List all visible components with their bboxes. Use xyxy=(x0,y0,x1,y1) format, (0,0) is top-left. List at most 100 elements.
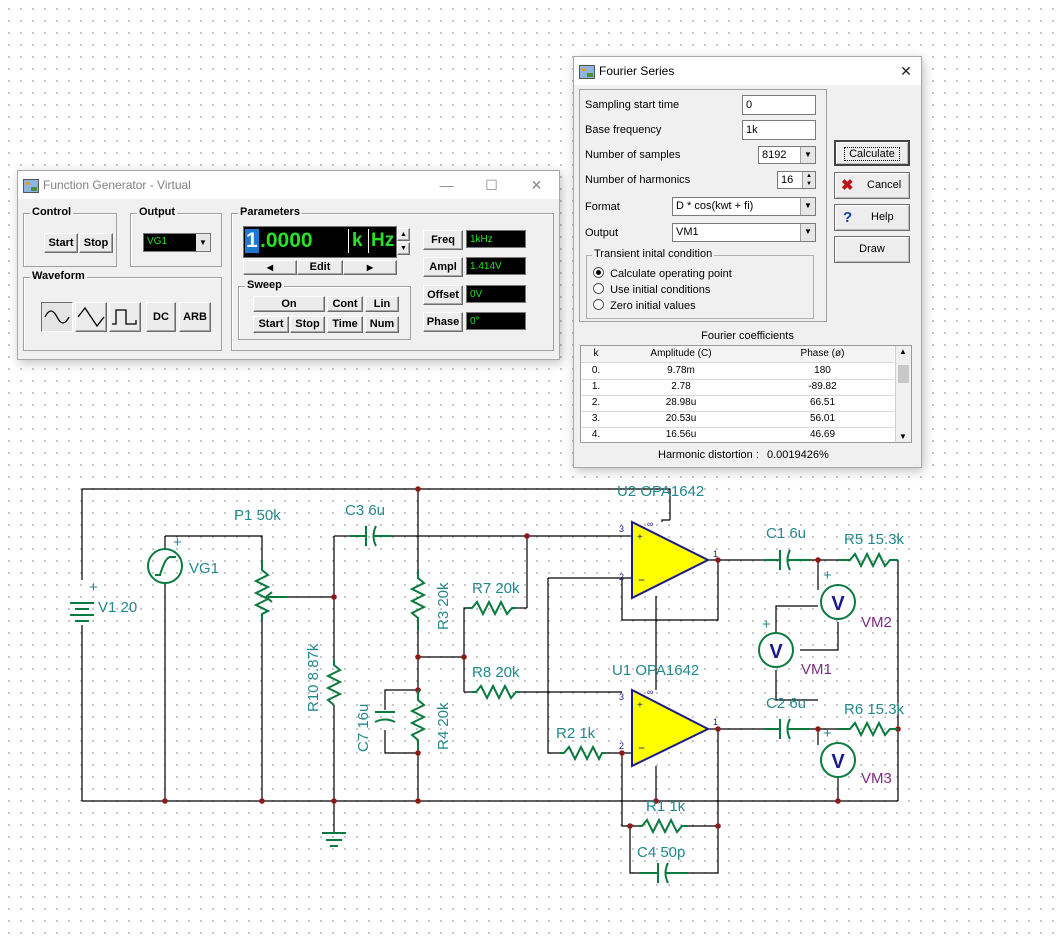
format-select[interactable]: D * cos(kwt + fi) ▼ xyxy=(672,197,816,216)
freq-button[interactable]: Freq xyxy=(423,230,463,250)
resistor-r6[interactable] xyxy=(838,720,898,738)
table-row[interactable]: 4. 16.56u 46.69 xyxy=(591,429,836,440)
increment-button[interactable]: ▲ xyxy=(397,228,410,241)
settings-panel: Sampling start time 0 Base frequency 1k … xyxy=(579,89,827,322)
output-select[interactable]: VM1 ▼ xyxy=(672,223,816,242)
start-button[interactable]: Start xyxy=(44,233,78,253)
scroll-up-icon[interactable]: ▲ xyxy=(899,347,907,356)
table-header: k Amplitude (C) Phase (ø) xyxy=(581,346,894,363)
fourier-series-window[interactable]: Fourier Series ✕ Sampling start time 0 B… xyxy=(573,56,922,468)
sampling-start-time-input[interactable]: 0 xyxy=(742,95,816,115)
sweep-num-button[interactable]: Num xyxy=(365,316,399,333)
cursor-left-button[interactable]: ◀ xyxy=(243,260,297,275)
sweep-on-button[interactable]: On xyxy=(253,296,325,312)
edit-button[interactable]: Edit xyxy=(297,260,343,275)
arb-button[interactable]: ARB xyxy=(179,302,211,332)
radio-calculate-operating-point[interactable]: Calculate operating point xyxy=(593,266,732,280)
triangle-wave-button[interactable] xyxy=(75,302,107,332)
ampl-button[interactable]: Ampl xyxy=(423,257,463,277)
square-wave-button[interactable] xyxy=(109,302,141,332)
help-button[interactable]: ? Help xyxy=(834,204,910,231)
minimize-icon[interactable]: — xyxy=(439,177,454,193)
draw-button[interactable]: Draw xyxy=(834,236,910,263)
capacitor-c1[interactable] xyxy=(764,549,810,571)
sweep-time-button[interactable]: Time xyxy=(327,316,363,333)
potentiometer-p1[interactable] xyxy=(253,560,287,620)
table-row[interactable]: 3. 20.53u 56.01 xyxy=(581,411,894,428)
coefficients-table[interactable]: k Amplitude (C) Phase (ø) 0. 9.78m 180 1… xyxy=(580,345,912,443)
sweep-stop-button[interactable]: Stop xyxy=(290,316,325,333)
vg1-label: VG1 xyxy=(189,560,219,577)
calculate-button[interactable]: Calculate xyxy=(834,140,910,166)
function-generator-window[interactable]: Function Generator - Virtual — ☐ ✕ Contr… xyxy=(17,170,560,360)
capacitor-c4[interactable] xyxy=(640,862,688,884)
dc-button[interactable]: DC xyxy=(146,302,176,332)
spinner-down-icon[interactable]: ▼ xyxy=(802,180,815,188)
resistor-r1[interactable] xyxy=(638,817,688,835)
scrollbar[interactable]: ▲ ▼ xyxy=(895,346,911,442)
voltmeter-vm1[interactable]: V xyxy=(758,632,794,668)
sweep-start-button[interactable]: Start xyxy=(253,316,289,333)
radio-use-initial-conditions[interactable]: Use initial conditions xyxy=(593,282,710,296)
source-vg1[interactable] xyxy=(147,548,183,584)
capacitor-c2[interactable] xyxy=(764,718,810,740)
cancel-button[interactable]: ✖ Cancel xyxy=(834,172,910,199)
table-row[interactable]: 2. 28.98u 66.51 xyxy=(581,395,894,412)
phase-button[interactable]: Phase xyxy=(423,312,463,332)
wires xyxy=(81,488,899,874)
sine-wave-button[interactable] xyxy=(41,302,73,332)
sweep-lin-button[interactable]: Lin xyxy=(365,296,399,312)
radio-zero-initial-values[interactable]: Zero initial values xyxy=(593,298,696,312)
battery-v1[interactable] xyxy=(70,602,94,622)
resistor-r10[interactable] xyxy=(325,660,343,706)
chevron-down-icon[interactable]: ▼ xyxy=(800,198,815,215)
svg-text:−: − xyxy=(638,741,645,755)
resistor-r7[interactable] xyxy=(467,599,516,617)
multiplier: k xyxy=(348,229,363,253)
svg-text:∞: ∞ xyxy=(647,519,653,529)
number-of-samples-select[interactable]: 8192 ▼ xyxy=(758,146,816,164)
svg-text:−: − xyxy=(638,573,645,587)
maximize-icon[interactable]: ☐ xyxy=(485,177,498,193)
close-icon[interactable]: ✕ xyxy=(530,177,543,193)
table-row[interactable]: 0. 9.78m 180 xyxy=(581,363,894,380)
table-row[interactable]: 1. 2.78 -89.82 xyxy=(581,379,894,396)
r4-label: R4 20k xyxy=(435,702,452,750)
cursor-right-button[interactable]: ▶ xyxy=(343,260,397,275)
svg-text:+: + xyxy=(823,567,832,584)
vm1-label: VM1 xyxy=(801,661,832,678)
fg-titlebar[interactable]: Function Generator - Virtual — ☐ ✕ xyxy=(18,171,559,199)
voltmeter-vm3[interactable]: V xyxy=(820,742,856,778)
opamp-u1[interactable]: + − 3 2 1 ∞ xyxy=(619,687,718,768)
wire-vg1-top xyxy=(165,535,263,560)
close-icon[interactable]: ✕ xyxy=(900,63,912,79)
number-of-harmonics-value: 16 xyxy=(781,174,794,186)
scroll-thumb[interactable] xyxy=(898,365,909,383)
fg-title: Function Generator - Virtual xyxy=(43,178,191,192)
harmonic-distortion-label: Harmonic distortion : xyxy=(658,449,759,461)
spinner-up-icon[interactable]: ▲ xyxy=(802,172,815,180)
offset-button[interactable]: Offset xyxy=(423,285,463,305)
output-select[interactable]: VG1 ▼ xyxy=(143,233,211,252)
fs-titlebar[interactable]: Fourier Series ✕ xyxy=(574,57,921,85)
resistor-r8[interactable] xyxy=(472,683,520,701)
capacitor-c3[interactable] xyxy=(350,525,392,547)
resistor-r5[interactable] xyxy=(838,551,898,569)
voltmeter-vm2[interactable]: V xyxy=(820,584,856,620)
chevron-down-icon[interactable]: ▼ xyxy=(800,224,815,241)
base-frequency-input[interactable]: 1k xyxy=(742,120,816,140)
number-of-harmonics-spinner[interactable]: 16 ▲ ▼ xyxy=(777,171,816,189)
chevron-down-icon[interactable]: ▼ xyxy=(800,147,815,163)
scroll-down-icon[interactable]: ▼ xyxy=(899,432,907,441)
resistor-r3[interactable] xyxy=(409,570,427,630)
resistor-r4[interactable] xyxy=(409,690,427,750)
chevron-down-icon[interactable]: ▼ xyxy=(196,234,210,251)
capacitor-c7[interactable] xyxy=(374,711,396,723)
sweep-cont-button[interactable]: Cont xyxy=(327,296,363,312)
decrement-button[interactable]: ▼ xyxy=(397,242,410,255)
opamp-u2[interactable]: + − 3 2 1 ∞ xyxy=(619,519,718,600)
resistor-r2[interactable] xyxy=(560,744,606,762)
stop-button[interactable]: Stop xyxy=(79,233,113,253)
value-display[interactable]: 1 .0000 k Hz xyxy=(243,226,397,258)
